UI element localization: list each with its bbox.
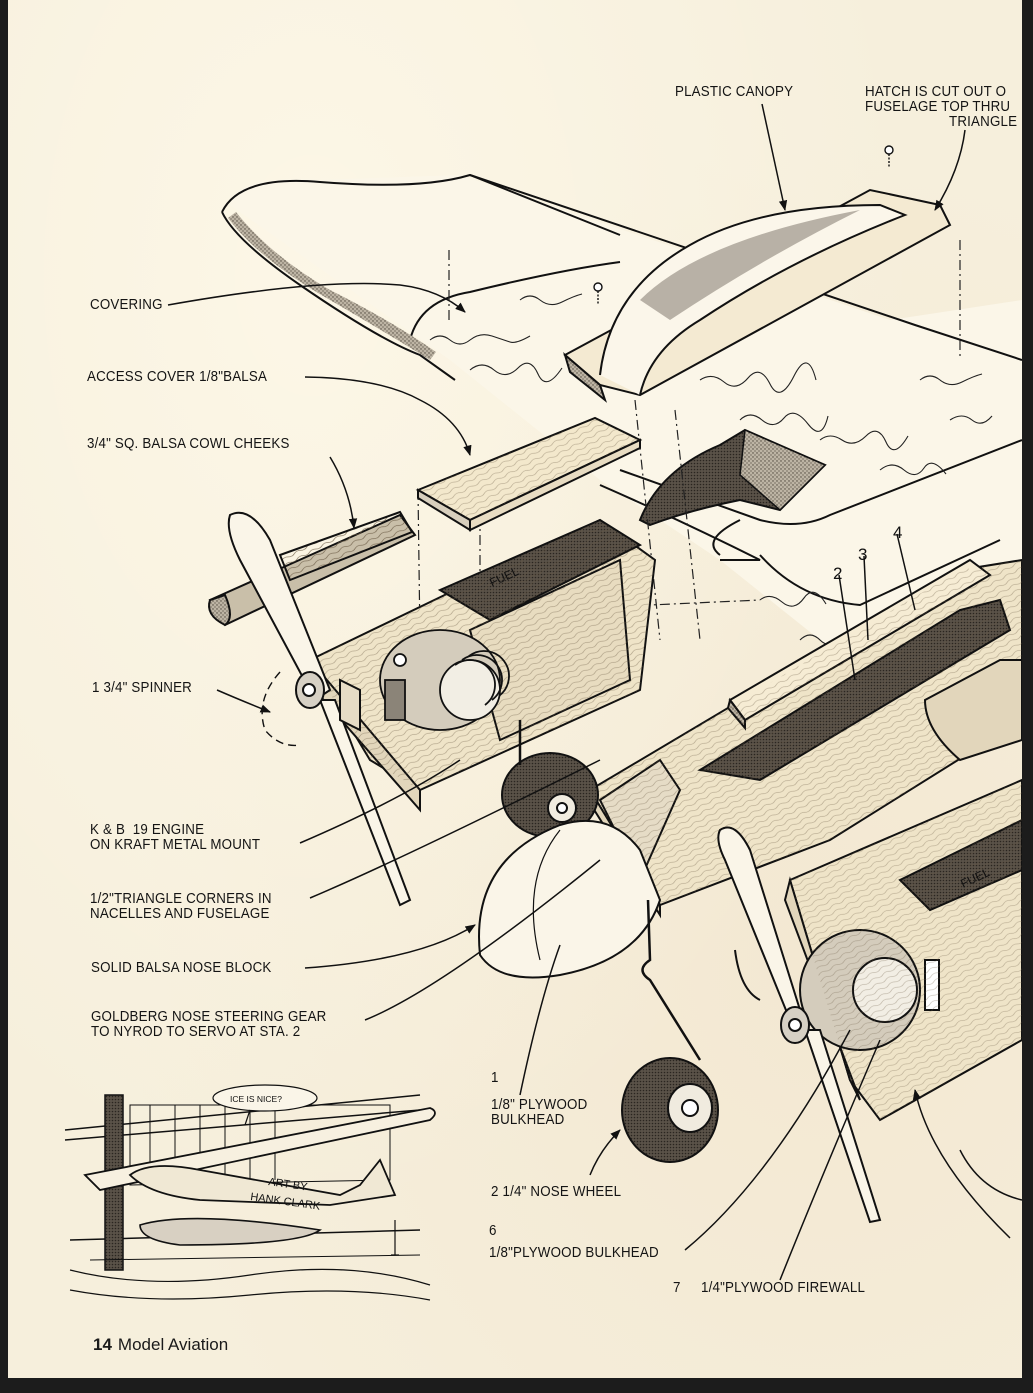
callout-hatch-line3: TRIANGLE xyxy=(949,114,1018,130)
callout-bulkhead-6-text: 1/8"PLYWOOD BULKHEAD xyxy=(489,1245,659,1261)
callout-firewall-7-station: 7 xyxy=(673,1280,681,1296)
callout-hatch-line1: HATCH IS CUT OUT O xyxy=(865,84,1007,100)
callout-plastic-canopy: PLASTIC CANOPY xyxy=(675,84,794,100)
callout-bulkhead-1-station: 1 xyxy=(491,1070,499,1086)
callout-spinner: 1 3/4" SPINNER xyxy=(92,680,192,696)
callout-nose-wheel: 2 1/4" NOSE WHEEL xyxy=(491,1184,622,1200)
speech-bubble-text: ICE IS NICE? xyxy=(230,1094,282,1104)
callout-leaders xyxy=(167,103,1011,1281)
page-number: 14 xyxy=(93,1335,112,1354)
exploded-view-illustration: 2 3 4 FUEL FUEL ICE IS NICE? xyxy=(64,103,1022,1301)
callout-steering-gear-line2: TO NYROD TO SERVO AT STA. 2 xyxy=(91,1024,301,1040)
callout-access-cover: ACCESS COVER 1/8"BALSA xyxy=(87,369,268,385)
station-number-4: 4 xyxy=(893,523,902,542)
magazine-page: 2 3 4 FUEL FUEL ICE IS NICE? xyxy=(8,0,1022,1378)
nose-block xyxy=(478,819,662,979)
page-footer: 14 Model Aviation xyxy=(93,1335,228,1355)
callout-steering-gear-line1: GOLDBERG NOSE STEERING GEAR xyxy=(91,1009,327,1025)
wing-grain xyxy=(429,293,993,646)
callout-bulkhead-1-line1: 1/8" PLYWOOD xyxy=(491,1097,588,1113)
engine xyxy=(379,629,510,731)
callout-cowl-cheeks: 3/4" SQ. BALSA COWL CHEEKS xyxy=(87,436,290,452)
station-number-2: 2 xyxy=(833,564,842,583)
steering-strut xyxy=(641,899,702,1061)
callout-firewall-7-text: 1/4"PLYWOOD FIREWALL xyxy=(701,1280,866,1296)
art-credit-line1: ART BY xyxy=(268,1176,309,1193)
left-propeller xyxy=(227,511,412,907)
leading-edge-shading xyxy=(228,212,436,360)
screw-icon xyxy=(593,145,894,304)
callout-nose-block: SOLID BALSA NOSE BLOCK xyxy=(91,960,272,976)
nose-wheel-lower xyxy=(621,1057,719,1163)
station-number-3: 3 xyxy=(858,545,867,564)
callout-bulkhead-1-line2: BULKHEAD xyxy=(491,1112,565,1128)
callout-covering: COVERING xyxy=(90,297,163,313)
spinner-outline xyxy=(261,671,301,747)
nose-wheel-upper xyxy=(501,720,599,838)
callout-bulkhead-6-station: 6 xyxy=(489,1223,497,1239)
publication-title: Model Aviation xyxy=(117,1335,229,1354)
callout-engine-line1: K & B 19 ENGINE xyxy=(90,822,205,838)
wing-root-fairing xyxy=(923,659,1022,762)
callout-hatch-line2: FUSELAGE TOP THRU xyxy=(865,99,1011,115)
callout-triangle-corners-line2: NACELLES AND FUSELAGE xyxy=(90,906,270,922)
callout-triangle-corners-line1: 1/2"TRIANGLE CORNERS IN xyxy=(90,891,272,907)
callout-engine-line2: ON KRAFT METAL MOUNT xyxy=(90,837,261,853)
canopy-hatch xyxy=(563,188,952,403)
cartoon-illustration: ICE IS NICE? ART BY HANK CLARK xyxy=(64,1084,436,1301)
